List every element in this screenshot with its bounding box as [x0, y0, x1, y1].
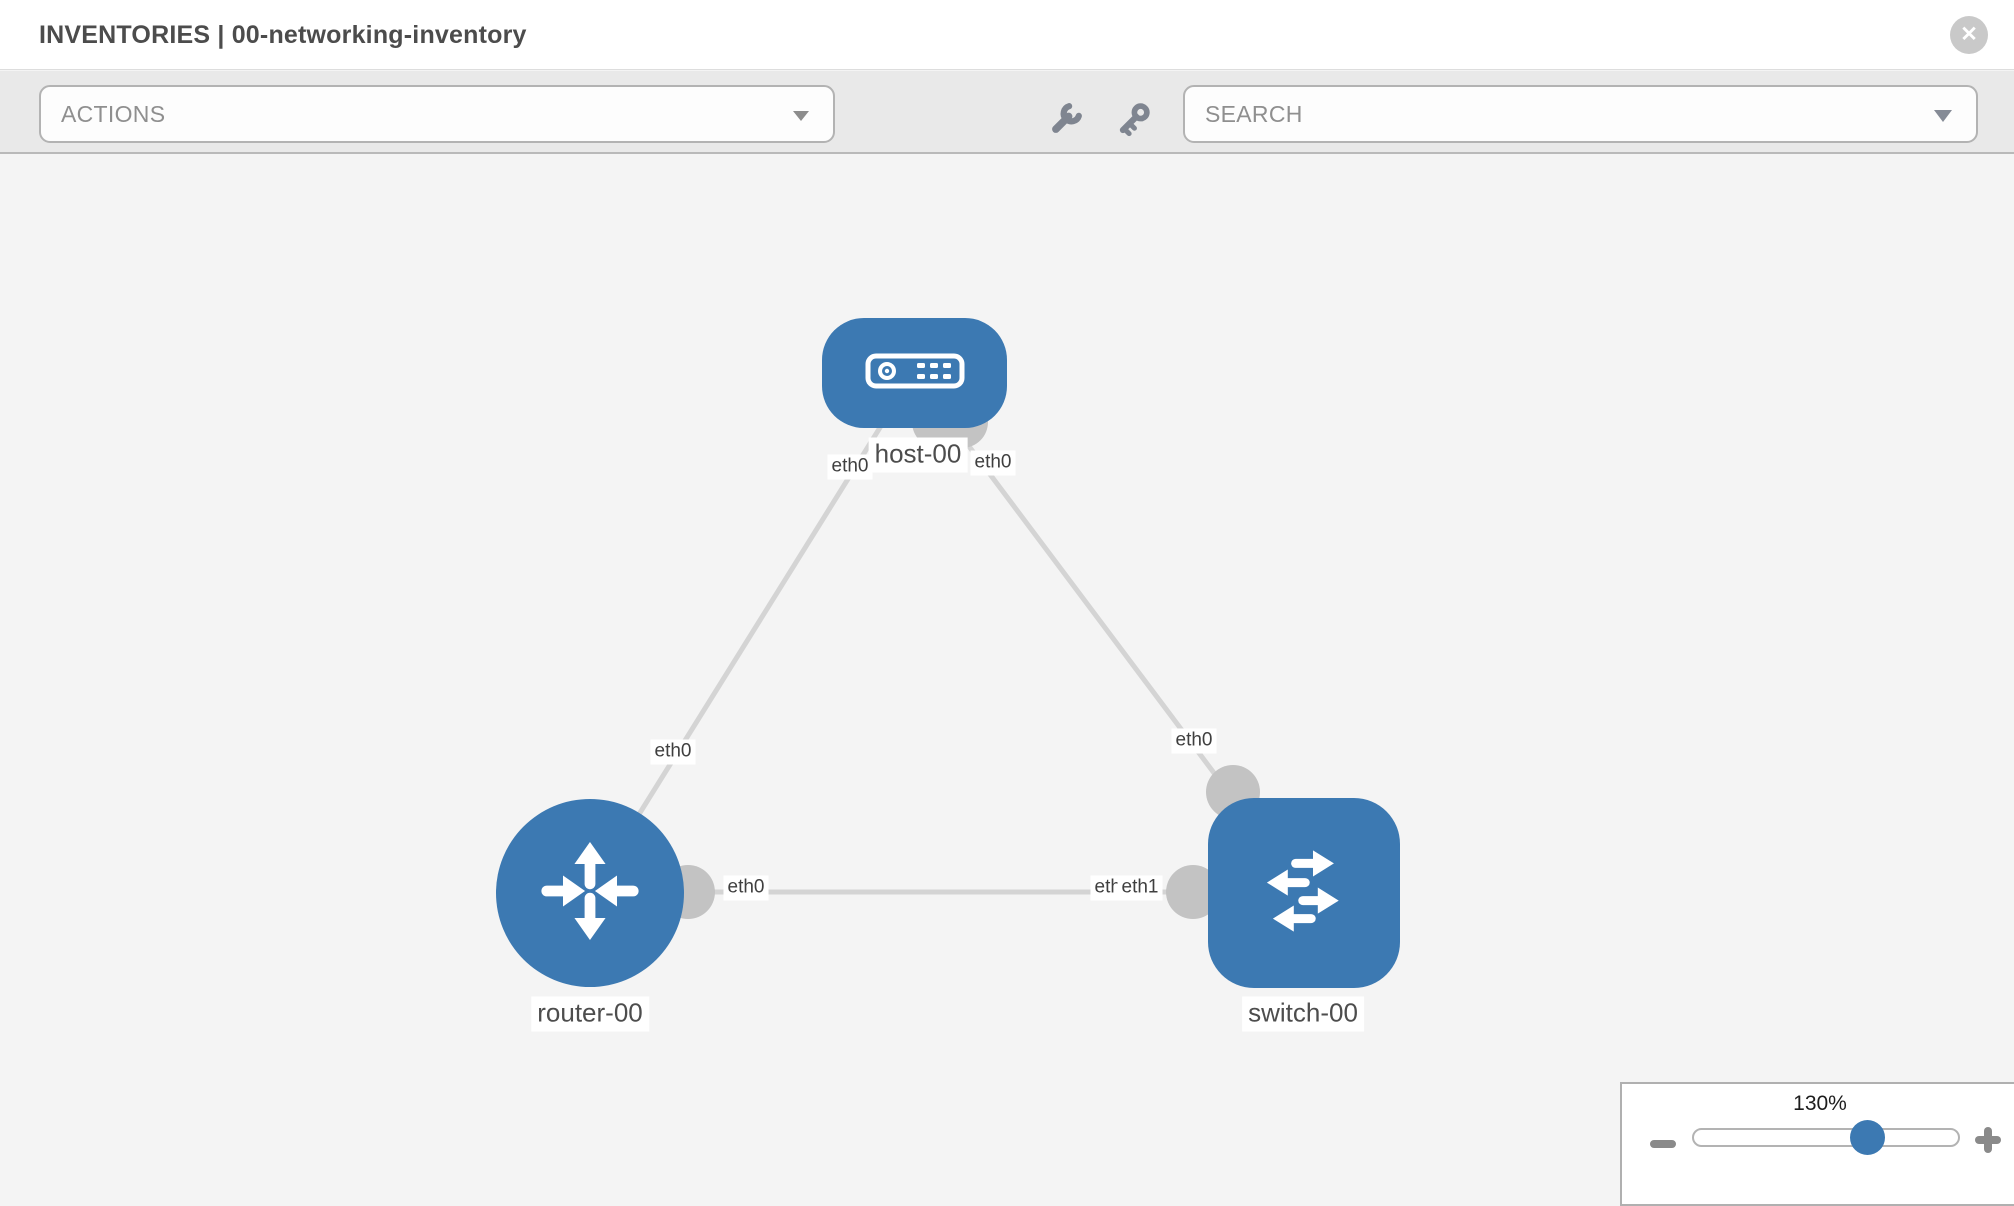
zoom-out-button[interactable] [1650, 1140, 1676, 1148]
zoom-control-panel: 130% [1620, 1082, 2014, 1206]
close-icon[interactable]: ✕ [1950, 16, 1988, 54]
node-label-switch: switch-00 [1242, 996, 1364, 1032]
chevron-down-icon [793, 111, 809, 121]
node-label-host: host-00 [868, 437, 968, 473]
node-switch-00[interactable] [1208, 798, 1400, 988]
interface-label-eth0: eth0 [1171, 728, 1217, 754]
interface-label-eth0: eth0 [970, 450, 1016, 476]
toolbar: ACTIONS SEARCH [0, 71, 2014, 154]
zoom-level-value: 130% [1793, 1092, 1847, 1115]
node-router-00[interactable] [496, 799, 684, 987]
interface-label-eth0: eth0 [827, 454, 873, 480]
page-title: INVENTORIES | 00-networking-inventory [39, 21, 527, 49]
interface-label-eth0: eth0 [723, 875, 769, 901]
router-icon [530, 831, 650, 956]
host-icon [865, 353, 965, 394]
interface-label-eth1: eth1 [1117, 875, 1163, 901]
interface-label-eth0: eth0 [650, 739, 696, 765]
actions-dropdown-label: ACTIONS [61, 101, 166, 127]
search-placeholder: SEARCH [1205, 101, 1303, 127]
node-label-router: router-00 [531, 996, 649, 1032]
page-header: INVENTORIES | 00-networking-inventory ✕ [0, 0, 2014, 70]
chevron-down-icon [1934, 110, 1952, 122]
wrench-icon[interactable] [1046, 99, 1086, 139]
key-icon[interactable] [1114, 99, 1154, 139]
topology-links-layer [587, 371, 1306, 919]
zoom-slider-thumb[interactable] [1850, 1120, 1885, 1155]
zoom-slider[interactable] [1692, 1120, 1960, 1155]
search-input[interactable]: SEARCH [1183, 85, 1978, 143]
interface-connector [1166, 865, 1220, 919]
zoom-in-button[interactable] [1974, 1126, 2002, 1154]
topology-canvas[interactable]: host-00 router-00 switch-00 eth0 eth0 et… [0, 156, 2014, 1200]
actions-dropdown[interactable]: ACTIONS [39, 85, 835, 143]
switch-icon [1243, 831, 1365, 956]
node-host-00[interactable] [822, 318, 1007, 428]
